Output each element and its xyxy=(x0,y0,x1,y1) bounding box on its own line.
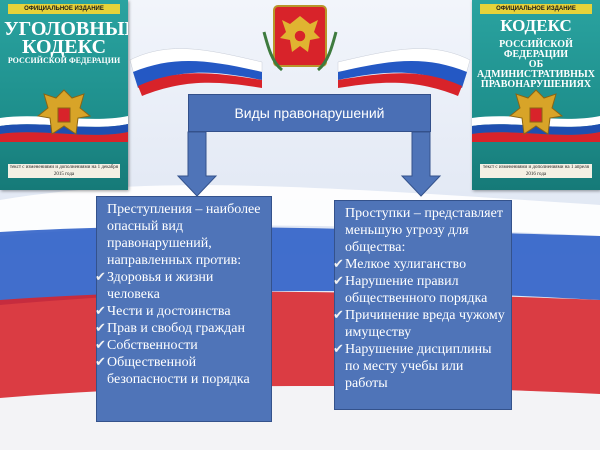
list-item: ✔Прав и свобод граждан xyxy=(95,321,245,336)
crimes-intro: Преступления – наиболее опасный вид прав… xyxy=(107,202,261,268)
misdemeanors-intro: Проступки – представляет меньшую угрозу … xyxy=(345,206,503,255)
check-icon: ✔ xyxy=(333,342,344,357)
book-edition-label: ОФИЦИАЛЬНОЕ ИЗДАНИЕ xyxy=(480,4,592,14)
criminal-code-book: ОФИЦИАЛЬНОЕ ИЗДАНИЕ УГОЛОВНЫЙ КОДЕКС РОС… xyxy=(0,0,128,190)
misdemeanors-list: ✔Мелкое хулиганство ✔Нарушение правил об… xyxy=(333,256,505,392)
check-icon: ✔ xyxy=(95,355,106,370)
list-item: ✔Чести и достоинства xyxy=(95,304,231,319)
crimes-panel: Преступления – наиболее опасный вид прав… xyxy=(95,196,272,422)
double-headed-eagle-icon xyxy=(36,89,92,135)
book-title: УГОЛОВНЫЙ КОДЕКС xyxy=(4,18,128,58)
book-subtitle: РОССИЙСКОЙ ФЕДЕРАЦИИ ОБ АДМИНИСТРАТИВНЫХ… xyxy=(477,39,595,90)
check-icon: ✔ xyxy=(95,304,106,319)
book-edition-label: ОФИЦИАЛЬНОЕ ИЗДАНИЕ xyxy=(8,4,120,14)
diagram-title-box: Виды правонарушений xyxy=(188,94,431,132)
check-icon: ✔ xyxy=(95,321,106,336)
check-icon: ✔ xyxy=(333,274,344,289)
double-headed-eagle-icon xyxy=(508,89,564,135)
list-item: ✔Нарушение дисциплины по месту учебы или… xyxy=(333,342,492,391)
list-item: ✔Нарушение правил общественного порядка xyxy=(333,274,488,306)
list-item: ✔Причинение вреда чужому имуществу xyxy=(333,308,505,340)
book-footnote: текст с изменениями и дополнениями на 1 … xyxy=(8,164,120,178)
check-icon: ✔ xyxy=(333,308,344,323)
administrative-code-book: ОФИЦИАЛЬНОЕ ИЗДАНИЕ КОДЕКС РОССИЙСКОЙ ФЕ… xyxy=(472,0,600,190)
misdemeanors-panel: Проступки – представляет меньшую угрозу … xyxy=(333,200,512,410)
check-icon: ✔ xyxy=(95,338,106,353)
check-icon: ✔ xyxy=(333,257,344,272)
book-footnote: текст с изменениями и дополнениями на 1 … xyxy=(480,164,592,178)
crimes-list: ✔Здоровья и жизни человека ✔Чести и дост… xyxy=(95,269,265,388)
list-item: ✔Общественной безопасности и порядка xyxy=(95,355,250,387)
book-subtitle: РОССИЙСКОЙ ФЕДЕРАЦИИ xyxy=(7,56,121,65)
book-title: КОДЕКС xyxy=(500,16,572,35)
list-item: ✔Собственности xyxy=(95,338,198,353)
list-item: ✔Мелкое хулиганство xyxy=(333,257,467,272)
check-icon: ✔ xyxy=(95,270,106,285)
list-item: ✔Здоровья и жизни человека xyxy=(95,270,214,302)
coat-of-arms-icon xyxy=(262,5,338,72)
